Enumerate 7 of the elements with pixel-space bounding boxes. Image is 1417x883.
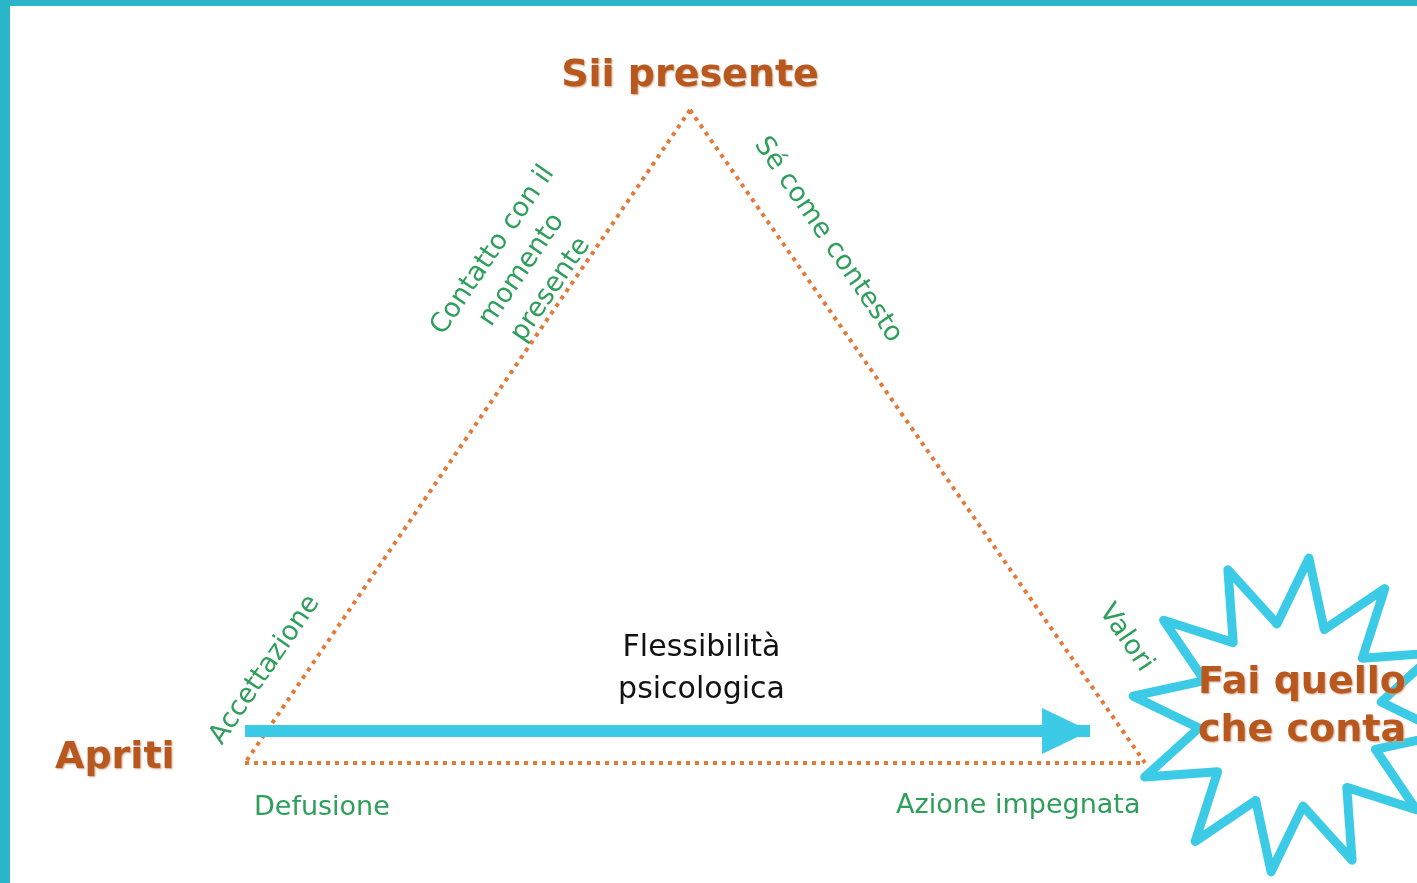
vertex-label: Fai quello che conta [1198,657,1408,752]
side-label: Defusione [254,788,390,823]
side-label: Azione impegnata [896,786,1141,821]
arrow [245,708,1091,755]
dotted-line [688,108,1147,765]
dotted-line [245,760,1141,765]
vertex-label: Sii presente [555,38,825,110]
